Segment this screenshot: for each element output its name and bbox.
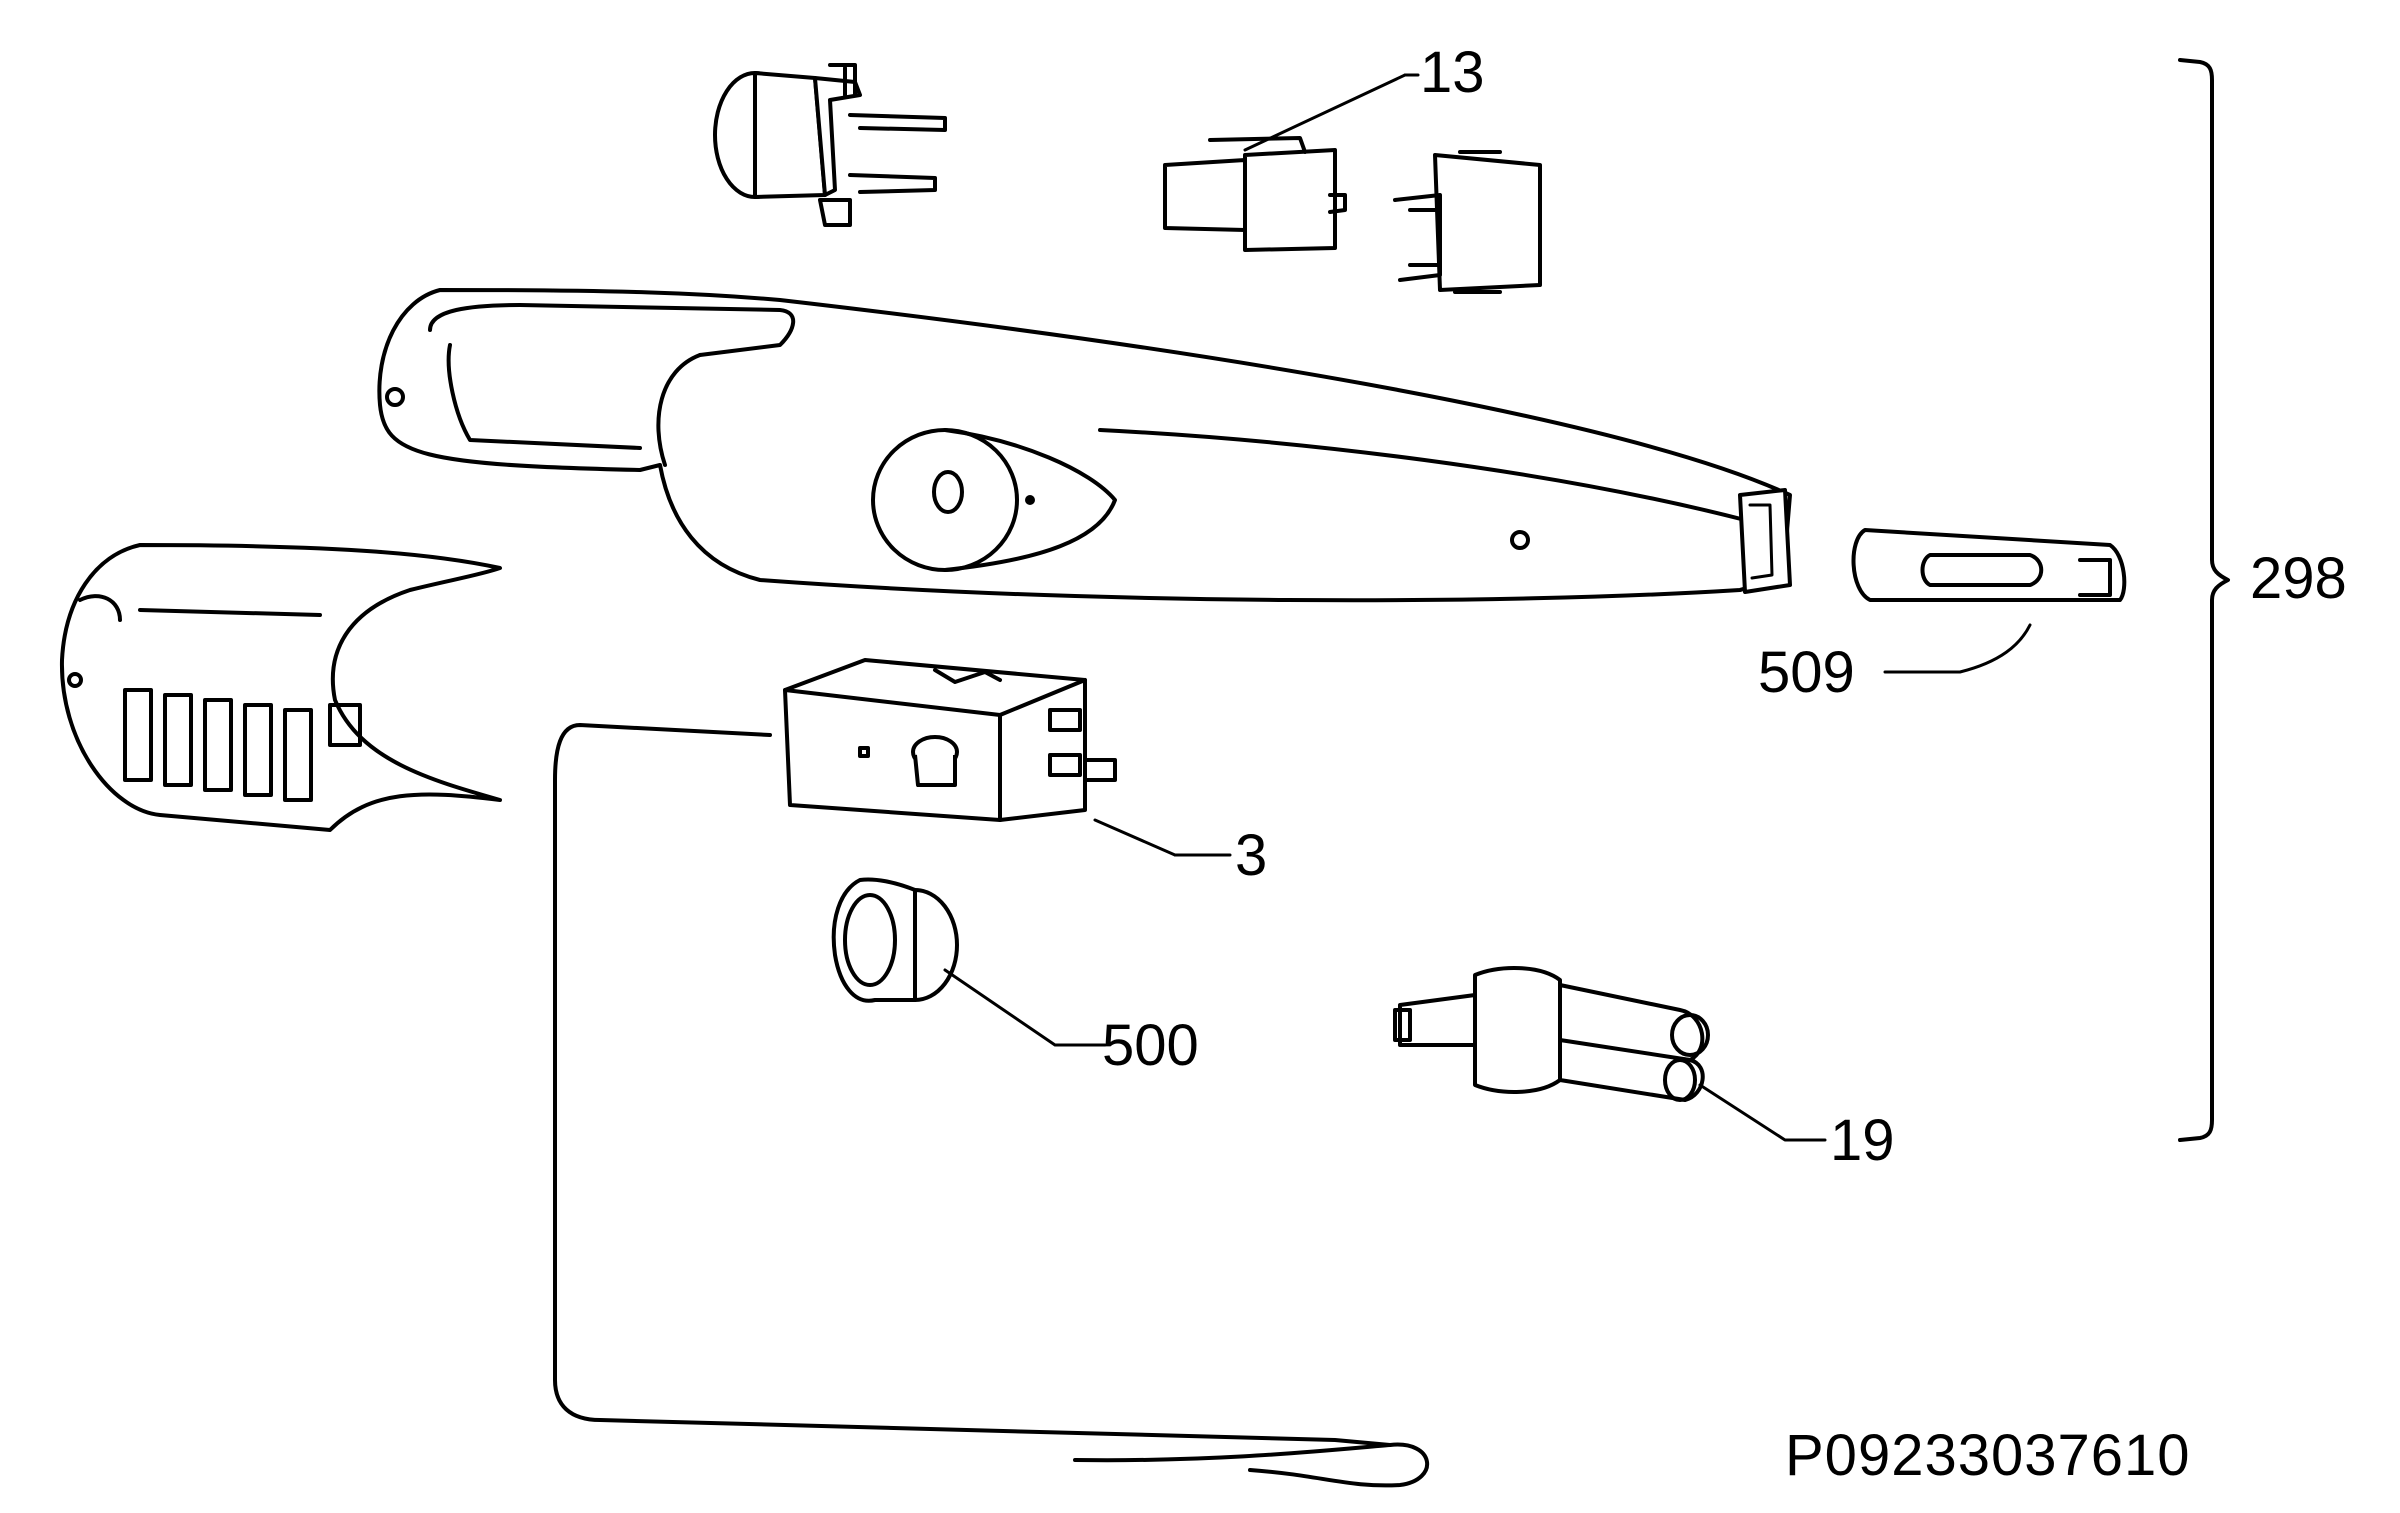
knob-part-500 [831, 877, 959, 1003]
callout-19: 19 [1830, 1108, 1895, 1173]
callout-298: 298 [2250, 546, 2347, 611]
callout-509: 509 [1758, 640, 1855, 705]
cap-part-509 [1851, 528, 2127, 602]
reference-code: P09233037610 [1785, 1423, 2191, 1488]
callout-500: 500 [1102, 1013, 1199, 1078]
thermostat-part-3 [553, 658, 1392, 1447]
housing-part [377, 288, 1792, 603]
callout-13: 13 [1420, 40, 1485, 105]
lamp-part-19 [1393, 966, 1710, 1102]
group-bracket [2178, 58, 2230, 1142]
lamp-holder-part [713, 63, 947, 227]
capillary-bulb [1073, 1442, 1429, 1488]
lamp-cover-part [59, 543, 502, 832]
leader-lines [943, 73, 2032, 1142]
switch-part-13 [1163, 136, 1542, 294]
callout-3: 3 [1235, 823, 1267, 888]
